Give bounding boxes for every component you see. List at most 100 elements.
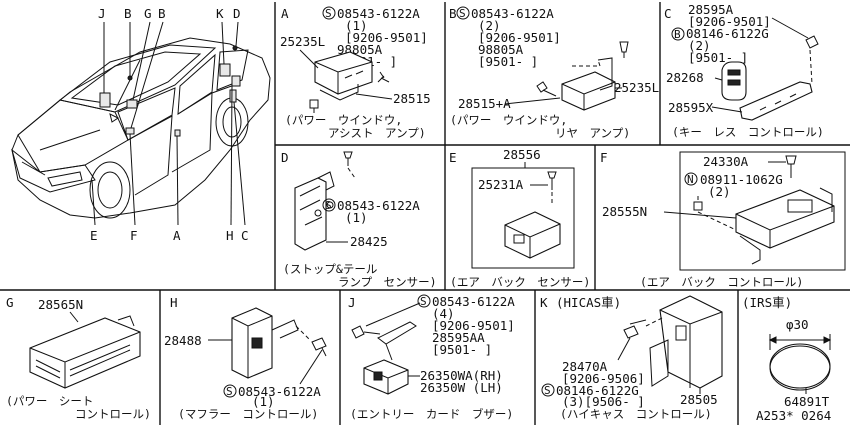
f-part-unit: 28555N [602, 204, 647, 219]
panel-f: F 24330A N 08911-1062G (2) 28555N (エア バッ… [600, 150, 846, 289]
assist-amp-icon [314, 51, 373, 95]
s-symbol: S [325, 199, 332, 212]
j-p2-code: 28595AA [432, 330, 485, 345]
car-label-b: B [124, 6, 132, 21]
panel-a: A S 08543-6122A (1) [9206-9501] 98805A [… [280, 6, 431, 140]
c-part-fob: 28268 [666, 70, 704, 85]
keyless-unit-icon [739, 81, 813, 121]
j-p1-qty: (4) [432, 306, 455, 321]
airbag-sensor-icon [504, 211, 561, 259]
d-p1-code: 08543-6122A [337, 198, 420, 213]
s-symbol: S [226, 385, 233, 398]
car-label-j: J [98, 6, 106, 21]
s-symbol-icon [322, 6, 336, 20]
k-header: (HICAS車) [556, 295, 621, 310]
f-caption: (エア バック コントロール) [640, 275, 803, 289]
car-label-f: F [130, 228, 138, 243]
b-part-box: 25235L [614, 80, 659, 95]
b-p2-date: [9501- ] [478, 54, 538, 69]
b-caption-2: リヤ アンプ) [555, 126, 630, 140]
g-caption-2: コントロール) [75, 407, 151, 421]
irs-ref: A253* 0264 [756, 408, 831, 423]
k-p1-code: 28470A [562, 359, 608, 374]
panel-g: G 28565N (パワー シート コントロール) [6, 295, 151, 421]
car-label-e: E [90, 228, 98, 243]
c-p1-code: 28595A [688, 2, 734, 17]
s-symbol-icon [541, 383, 555, 397]
k-p1-date: [9206-9506] [562, 371, 645, 386]
irs-disc-icon [769, 343, 831, 389]
d-caption-1: (ストップ&テール [283, 262, 377, 276]
a-part-box: 25235L [280, 34, 325, 49]
s-symbol: S [420, 295, 427, 308]
hicas-control-icon [659, 295, 723, 389]
s-symbol: S [325, 7, 332, 20]
j-p2-date: [9501- ] [432, 342, 492, 357]
f-p1-qty: (2) [708, 184, 731, 199]
k-part-unit: 28505 [680, 392, 718, 407]
panel-b: B S 08543-6122A (2) [9206-9501] 98805A [… [449, 6, 659, 140]
panel-letter-e: E [449, 150, 457, 165]
panel-letter-a: A [281, 6, 289, 21]
panel-letter-c: C [664, 6, 672, 21]
f-part-screw: 24330A [703, 154, 749, 169]
a-part-lead: 28515 [393, 91, 431, 106]
g-caption-1: (パワー シート [6, 394, 93, 408]
panel-letter-b: B [449, 6, 457, 21]
panel-d: D S 08543-6122A (1) 28425 (ストップ&テール ランプ … [281, 150, 437, 289]
j-caption: (エントリー カード ブザー) [350, 407, 513, 421]
h-p1-qty: (1) [252, 394, 275, 409]
n-symbol: N [687, 173, 694, 186]
b-p1-date: [9206-9501] [478, 30, 561, 45]
d-caption-2: ランプ センサー) [338, 275, 437, 289]
d-part: 28425 [350, 234, 388, 249]
car-label-c: C [241, 228, 249, 243]
panel-letter-h: H [170, 295, 178, 310]
b-part-lead: 28515+A [458, 96, 511, 111]
panel-letter-j: J [348, 295, 356, 310]
c-p2-qty: (2) [688, 38, 711, 53]
c-p1-date: [9206-9501] [688, 14, 771, 29]
car-label-b2: B [158, 6, 166, 21]
b-p1-qty: (2) [478, 18, 501, 33]
panel-j: J S 08543-6122A (4) [9206-9501] 28595AA … [348, 294, 515, 421]
a-caption-1: (パワー ウインドウ, [285, 113, 402, 127]
car-label-g: G [144, 6, 152, 21]
a-p1-code: 08543-6122A [337, 6, 420, 21]
car-overview: J B G B K D E F A H C [11, 6, 271, 243]
s-symbol-icon [223, 384, 237, 398]
g-part: 28565N [38, 297, 83, 312]
j-part-lh: 26350W (LH) [420, 380, 503, 395]
a-caption-2: アシスト アンプ) [328, 126, 426, 140]
s-symbol-icon [322, 198, 336, 212]
k-caption: (ハイキャス コントロール) [560, 407, 712, 421]
j-p1-date: [9206-9501] [432, 318, 515, 333]
irs-part: 64891T [784, 394, 830, 409]
c-p2-code: 08146-6122G [686, 26, 769, 41]
n-symbol-icon [684, 172, 698, 186]
panel-letter-d: D [281, 150, 289, 165]
d-p1-qty: (1) [345, 210, 368, 225]
car-label-h: H [226, 228, 234, 243]
e-part-top: 28556 [503, 147, 541, 162]
b-symbol: B [674, 28, 681, 41]
s-symbol: S [544, 384, 551, 397]
airbag-control-icon [735, 189, 835, 249]
c-caption: (キー レス コントロール) [672, 125, 824, 139]
h-p1-code: 08543-6122A [238, 384, 321, 399]
e-part-screw: 25231A [478, 177, 524, 192]
e-caption: (エア バック センサー) [450, 275, 590, 289]
a-p1-date: [9206-9501] [345, 30, 428, 45]
b-p2-code: 98805A [478, 42, 524, 57]
panel-letter-g: G [6, 295, 14, 310]
panel-h: H 28488 S 08543-6122A (1) (マフラー コントロール) [164, 295, 327, 421]
panel-e: E 28556 25231A (エア バック センサー) [449, 147, 590, 289]
a-p1-qty: (1) [345, 18, 368, 33]
c-p2-date: [9501- ] [688, 50, 748, 65]
k-p2-qty: (3)[9506- ] [562, 394, 645, 409]
h-caption: (マフラー コントロール) [178, 407, 318, 421]
f-p1-code: 08911-1062G [700, 172, 783, 187]
irs-dim: φ30 [786, 317, 809, 332]
